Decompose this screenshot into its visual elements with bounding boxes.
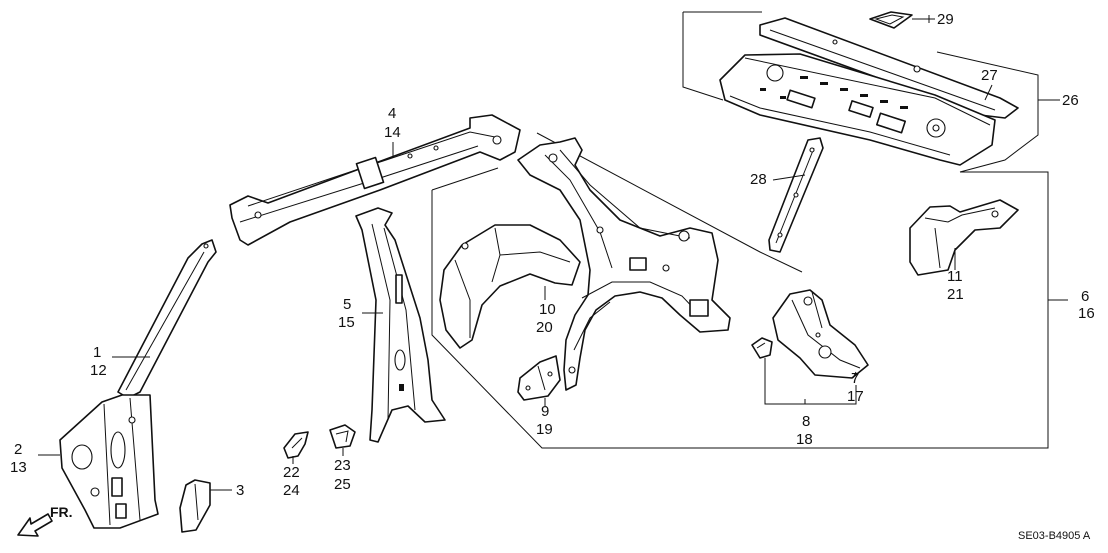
- part-9-bracket: [517, 355, 561, 406]
- part-29-cap: [869, 11, 935, 29]
- part-11-bracket: [909, 199, 1019, 276]
- group-box-26: [682, 11, 1060, 173]
- part-26-rear-shelf-panel: [719, 53, 996, 166]
- part-27-rear-shelf-rail: [759, 17, 1019, 119]
- front-marker-label: FR.: [50, 504, 73, 520]
- callout-7: 7: [851, 370, 860, 387]
- callout-13: 13: [10, 459, 27, 476]
- part-7-rear-bracket: [772, 289, 869, 379]
- part-22-clip: [283, 431, 309, 464]
- callout-29: 29: [937, 11, 954, 28]
- part-10-inner-wheelhouse: [439, 224, 581, 349]
- callout-24: 24: [283, 482, 300, 499]
- callout-19: 19: [536, 421, 553, 438]
- callout-8: 8: [802, 413, 811, 430]
- callout-28: 28: [750, 171, 767, 188]
- callout-18: 18: [796, 431, 813, 448]
- callout-4: 4: [388, 105, 397, 122]
- callout-11: 11: [947, 268, 963, 285]
- callout-14: 14: [384, 124, 401, 141]
- callout-26: 26: [1062, 92, 1079, 109]
- part-5-center-pillar: [355, 207, 446, 443]
- callout-3: 3: [236, 482, 245, 499]
- part-8-clip: [751, 337, 857, 405]
- callout-23: 23: [334, 457, 351, 474]
- callout-6: 6: [1081, 288, 1090, 305]
- part-1-front-pillar: [112, 239, 217, 399]
- callout-16: 16: [1078, 305, 1095, 322]
- callout-5: 5: [343, 296, 352, 313]
- callout-15: 15: [338, 314, 355, 331]
- callout-10: 10: [539, 301, 556, 318]
- part-6-quarter-inner-panel: [517, 137, 731, 391]
- callout-9: 9: [541, 403, 550, 420]
- callout-1: 1: [93, 344, 102, 361]
- part-4-roof-rail: [229, 114, 521, 246]
- diagram-code: SE03-B4905 A: [1018, 530, 1091, 542]
- front-direction-arrow-icon: [17, 513, 53, 537]
- part-3-bracket: [179, 479, 232, 533]
- callout-20: 20: [536, 319, 553, 336]
- part-28-brace: [768, 137, 824, 253]
- part-23-clip: [329, 424, 356, 456]
- callout-25: 25: [334, 476, 351, 493]
- callout-22: 22: [283, 464, 300, 481]
- part-2-pillar-lower: [38, 394, 159, 529]
- callout-17: 17: [847, 388, 864, 405]
- group-box-6: [431, 132, 1068, 449]
- callout-21: 21: [947, 286, 964, 303]
- callout-2: 2: [14, 441, 23, 458]
- callout-12: 12: [90, 362, 107, 379]
- callout-27: 27: [981, 67, 998, 84]
